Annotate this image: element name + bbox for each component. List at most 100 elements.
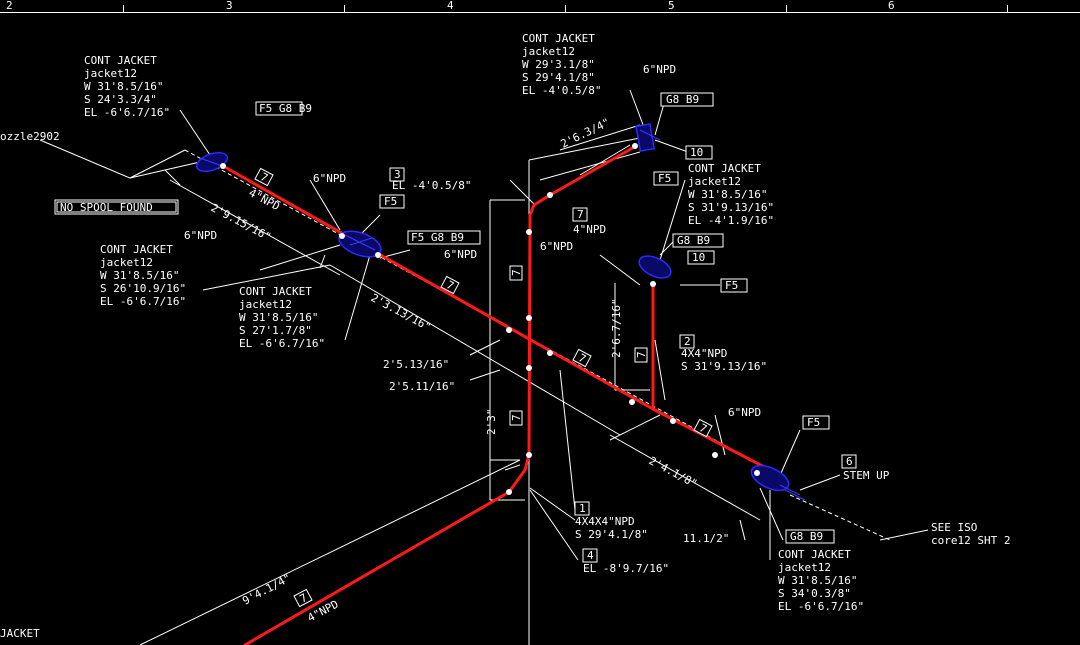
svg-text:7: 7: [510, 269, 523, 276]
flange-fitting-1: [195, 151, 229, 173]
tag-2: 2: [684, 335, 691, 348]
svg-text:W 29'3.1/8": W 29'3.1/8": [522, 58, 595, 71]
svg-text:7: 7: [258, 170, 270, 185]
el-4-label: EL -8'9.7/16": [583, 562, 669, 575]
dim-2-4-1-8: 2'4.1/8": [647, 454, 700, 490]
svg-text:jacket12: jacket12: [688, 175, 741, 188]
tag-g8-b9-b: G8 B9: [677, 234, 710, 247]
svg-text:jacket12: jacket12: [100, 256, 153, 269]
dim-2-9-15-16: 2'9.15/16": [209, 201, 274, 244]
tag-g8-b9-a: G8 B9: [666, 93, 699, 106]
tag-f5-a: F5: [384, 195, 397, 208]
svg-text:7: 7: [576, 351, 588, 366]
text-block-b2: CONT JACKET jacket12 W 29'3.1/8" S 29'4.…: [522, 32, 601, 97]
el-3-label: EL -4'0.5/8": [392, 179, 471, 192]
tag-f5-g8-b9-b: F5 G8 B9: [411, 231, 464, 244]
svg-text:S 26'10.9/16": S 26'10.9/16": [100, 282, 186, 295]
svg-text:7: 7: [298, 591, 310, 606]
svg-text:7: 7: [697, 421, 709, 436]
npd4-label-a: 4"NPD: [573, 223, 606, 236]
npd-label-e: 6"NPD: [540, 240, 573, 253]
svg-text:jacket12: jacket12: [84, 67, 137, 80]
svg-text:S 29'4.1/8": S 29'4.1/8": [522, 71, 595, 84]
tag-10-b: 10: [692, 251, 705, 264]
svg-text:EL -4'0.5/8": EL -4'0.5/8": [522, 84, 601, 97]
s-2-label: S 31'9.13/16": [681, 360, 767, 373]
svg-text:W 31'8.5/16": W 31'8.5/16": [239, 311, 318, 324]
text-block-b4: CONT JACKET jacket12 W 31'8.5/16" S 26'1…: [100, 243, 186, 308]
svg-text:7: 7: [577, 208, 584, 221]
tag-10-a: 10: [690, 146, 703, 159]
leader-lines: [39, 89, 929, 645]
tag-g8-b9-c: G8 B9: [790, 530, 823, 543]
tag-f5-d: F5: [807, 416, 820, 429]
ruler-label-3: 3: [226, 0, 233, 12]
dim-11-1-2: 11.1/2": [683, 532, 729, 545]
svg-text:S 31'9.13/16": S 31'9.13/16": [688, 201, 774, 214]
text-block-b6: CONT JACKET jacket12 W 31'8.5/16" S 34'0…: [778, 548, 864, 613]
dim-2-3: 2'3": [485, 409, 498, 436]
tag-6: 6: [846, 455, 853, 468]
see-iso-label: SEE ISO: [931, 521, 977, 534]
dim-2-5-11-16: 2'5.11/16": [389, 380, 455, 393]
svg-text:JACKET: JACKET: [0, 627, 40, 640]
npd-label-c: 6"NPD: [444, 248, 477, 261]
svg-text:EL -6'6.7/16": EL -6'6.7/16": [84, 106, 170, 119]
svg-text:S 24'3.3/4": S 24'3.3/4": [84, 93, 157, 106]
svg-text:7: 7: [635, 351, 648, 358]
dim-9-4-1-4: 9'4.1/4": [240, 571, 293, 607]
dim-2-5-13-16: 2'5.13/16": [383, 358, 449, 371]
svg-text:7: 7: [510, 414, 523, 421]
dim-2-3-13-16: 2'3.13/16": [369, 291, 434, 334]
text-block-b3: CONT JACKET jacket12 W 31'8.5/16" S 31'9…: [688, 162, 774, 227]
tag-3: 3: [394, 168, 401, 181]
tag-f5-b: F5: [658, 172, 671, 185]
dim-npd4-c: 4"NPD: [305, 598, 340, 625]
npd-label-b: 6"NPD: [313, 172, 346, 185]
svg-text:CONT JACKET: CONT JACKET: [239, 285, 312, 298]
npd-label-f: 6"NPD: [728, 406, 761, 419]
tag-4: 4: [587, 549, 594, 562]
svg-text:EL -6'6.7/16": EL -6'6.7/16": [778, 600, 864, 613]
npd-label-d: 6"NPD: [643, 63, 676, 76]
svg-text:jacket12: jacket12: [522, 45, 575, 58]
svg-text:EL -6'6.7/16": EL -6'6.7/16": [239, 337, 325, 350]
svg-text:W 31'8.5/16": W 31'8.5/16": [778, 574, 857, 587]
no-spool-label: NO SPOOL FOUND: [60, 201, 153, 214]
node-dots: [220, 143, 760, 495]
component-tags: F5 G8 B9 NO SPOOL FOUND 3 F5 F5 G8 B9 G8…: [54, 92, 857, 563]
labels: ozzle2902 6"NPD 6"NPD 6"NPD 6"NPD 6"NPD …: [0, 63, 1010, 625]
svg-text:CONT JACKET: CONT JACKET: [522, 32, 595, 45]
fittings: [195, 123, 806, 501]
pipe-tags: 7 7 7 7 7 7 7 7 7: [254, 167, 713, 608]
svg-text:EL -4'1.9/16": EL -4'1.9/16": [688, 214, 774, 227]
svg-text:EL -6'6.7/16": EL -6'6.7/16": [100, 295, 186, 308]
svg-text:S 27'1.7/8": S 27'1.7/8": [239, 324, 312, 337]
svg-text:W 31'8.5/16": W 31'8.5/16": [84, 80, 163, 93]
svg-text:CONT JACKET: CONT JACKET: [84, 54, 157, 67]
ruler-label-6: 6: [888, 0, 895, 12]
valve-fitting-4: [638, 255, 672, 279]
text-block-b5: CONT JACKET jacket12 W 31'8.5/16" S 27'1…: [239, 285, 325, 350]
svg-text:CONT JACKET: CONT JACKET: [100, 243, 173, 256]
svg-text:CONT JACKET: CONT JACKET: [688, 162, 761, 175]
ruler-label-4: 4: [447, 0, 454, 12]
npd-label-a: 6"NPD: [184, 229, 217, 242]
dim-2-6-7-16: 2'6.7/16": [610, 298, 623, 358]
npd4x4x4-label: 4X4X4"NPD: [575, 515, 635, 528]
npd4x4-label: 4X4"NPD: [681, 347, 727, 360]
text-block-b7: JACKET: [0, 627, 40, 640]
svg-text:W 31'8.5/16": W 31'8.5/16": [100, 269, 179, 282]
svg-text:7: 7: [444, 278, 456, 293]
tag-f5-g8-b9-a: F5 G8 B9: [259, 102, 312, 115]
tag-f5-c: F5: [725, 279, 738, 292]
top-ruler: 2 3 4 5 6: [0, 0, 1080, 13]
tag-1: 1: [579, 502, 586, 515]
text-block-b1: CONT JACKET jacket12 W 31'8.5/16" S 24'3…: [84, 54, 170, 119]
svg-text:jacket12: jacket12: [239, 298, 292, 311]
s-1-label: S 29'4.1/8": [575, 528, 648, 541]
ruler-label-5: 5: [668, 0, 675, 12]
stem-up-label: STEM UP: [843, 469, 890, 482]
valve-fitting-5: [750, 464, 806, 501]
